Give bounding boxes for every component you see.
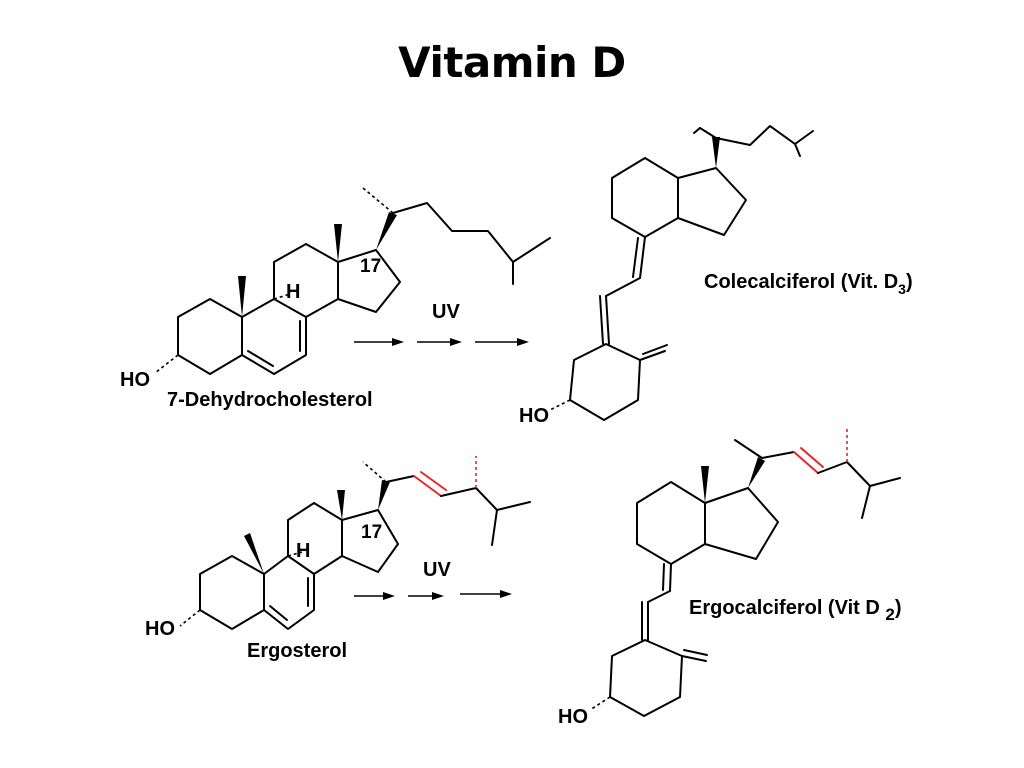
uv-label-top: UV <box>432 301 460 323</box>
c17-label: 17 <box>360 256 381 277</box>
hydrogen-label: H <box>286 281 300 303</box>
colecalciferol-structure: HO <box>519 125 814 427</box>
uv-arrow-top: UV <box>354 301 529 346</box>
dehydrocholesterol-structure: H 17 HO <box>120 187 551 391</box>
hydroxyl-label: HO <box>558 706 588 728</box>
uv-arrow-bottom: UV <box>354 559 512 600</box>
ergocalciferol-name: Ergocalciferol (Vit D 2) <box>689 597 902 624</box>
ergocalciferol-structure: HO <box>558 426 901 728</box>
uv-label-bottom: UV <box>423 559 451 581</box>
ergosterol-structure: H 17 HO <box>145 456 531 640</box>
slide-title: Vitamin D <box>398 38 626 87</box>
hydrogen-label: H <box>296 540 310 562</box>
c17-label: 17 <box>361 522 382 543</box>
hydroxyl-label: HO <box>145 618 175 640</box>
ergosterol-name: Ergosterol <box>247 640 347 662</box>
colecalciferol-name: Colecalciferol (Vit. D3) <box>704 271 913 297</box>
hydroxyl-label: HO <box>120 369 150 391</box>
dehydrocholesterol-name: 7-Dehydrocholesterol <box>167 389 373 411</box>
hydroxyl-label: HO <box>519 405 549 427</box>
